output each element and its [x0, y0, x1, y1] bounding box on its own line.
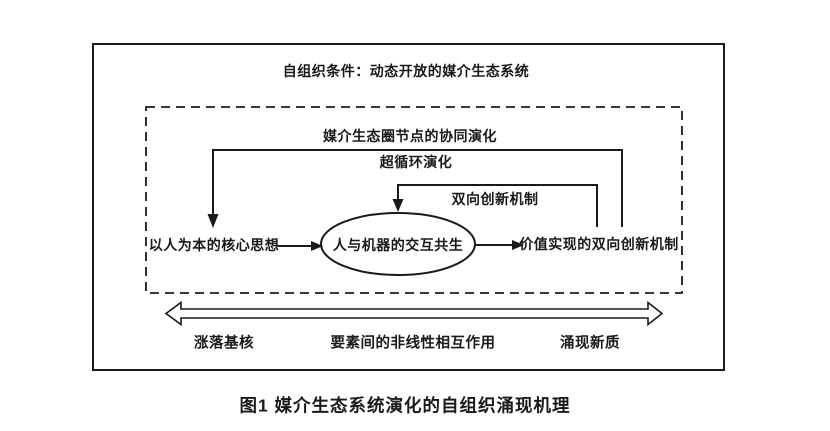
coevolution-feedback-line	[212, 149, 623, 227]
bidirectional-loop-label: 双向创新机制	[451, 191, 539, 207]
right-arrowhead-icon	[512, 240, 524, 250]
process-axis-label-right: 涌现新质	[560, 335, 620, 352]
process-axis-label-left: 涨落基核	[194, 335, 254, 352]
down-arrowhead-icon	[207, 214, 219, 228]
flow-node-left: 以人为本的核心思想	[148, 237, 280, 253]
bidirectional-feedback-line	[397, 184, 598, 227]
condition-title: 自组织条件：动态开放的媒介生态系统	[282, 63, 530, 79]
flow-node-center: 人与机器的交互共生	[332, 237, 464, 253]
dashed-system-boundary	[145, 106, 683, 294]
down-arrowhead-icon	[392, 199, 404, 212]
hypercycle-loop-label: 超循环演化	[379, 154, 453, 170]
process-axis-label-middle: 要素间的非线性相互作用	[330, 335, 496, 352]
flow-node-right: 价值实现的双向创新机制	[519, 236, 679, 252]
coevolution-loop-label: 媒介生态圈节点的协同演化	[323, 128, 497, 144]
figure-caption: 图1 媒介生态系统演化的自组织涌现机理	[239, 395, 571, 416]
right-arrowhead-icon	[311, 241, 323, 251]
figure-frame	[92, 43, 725, 371]
double-headed-arrow-icon	[164, 300, 664, 327]
